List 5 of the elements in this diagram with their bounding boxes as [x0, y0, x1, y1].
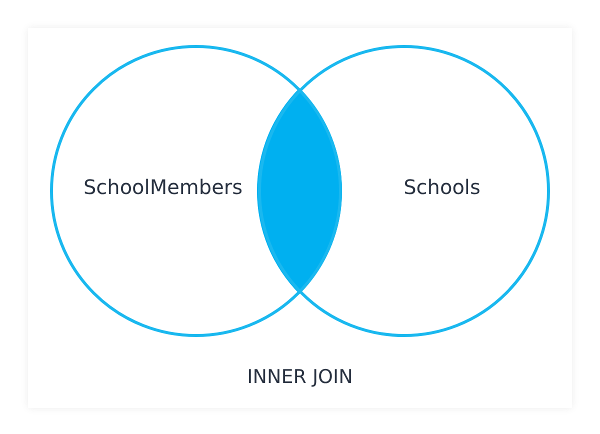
set-label: SchoolMembers [83, 175, 243, 199]
set-circle [258, 45, 550, 337]
set-circle [50, 45, 342, 337]
diagram-caption: INNER JOIN [247, 366, 353, 388]
set-label: Schools [404, 175, 480, 199]
